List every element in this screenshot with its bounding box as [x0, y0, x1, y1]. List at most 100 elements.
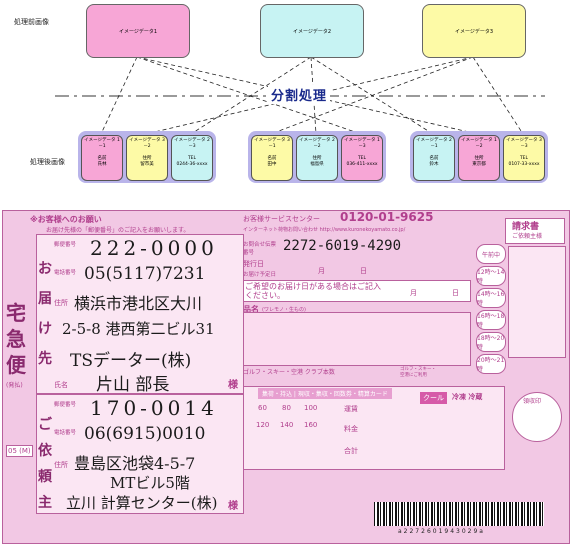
from-address-2: MTビル5階: [110, 474, 190, 492]
sub-box-value: 東京都: [472, 162, 486, 167]
top-box-1-label: イメージデータ1: [118, 28, 158, 35]
waybill-header-request: ※お客様へのお願い: [30, 215, 102, 224]
from-postal: 170-0014: [90, 396, 218, 420]
sub-box-value: 氏林: [97, 162, 107, 167]
sub-box-2-2: イメージデータ 2－2 住所福島県: [296, 135, 338, 181]
sub-box-title: イメージデータ 2－1: [416, 138, 452, 149]
time-option-2[interactable]: 12時～14時: [476, 266, 506, 286]
split-arrow-1-1: [100, 56, 138, 135]
sub-box-field: 住所: [142, 156, 152, 161]
size-100: 100: [304, 404, 318, 412]
side-to-char: 先: [38, 351, 52, 367]
sub-box-value: 福島県: [310, 162, 324, 167]
sub-box-field: 名前: [429, 156, 439, 161]
from-tel: 06(6915)0010: [84, 424, 206, 444]
delivery-day: 日: [452, 289, 459, 297]
receipt-stamp-label: 領収印: [523, 398, 542, 405]
to-sama: 様: [228, 380, 238, 391]
charge-table: [241, 386, 505, 470]
split-arrow-3-1: [310, 56, 434, 135]
sub-box-field: 住所: [474, 156, 484, 161]
sub-box-value: 留市美: [140, 162, 154, 167]
sub-box-title: イメージデータ 1－2: [461, 138, 497, 149]
sub-box-title: イメージデータ 2－2: [299, 138, 335, 149]
to-company: TSデーター(株): [70, 351, 192, 371]
sub-box-field: TEL: [519, 156, 529, 161]
seikyu-title: 請求書: [512, 222, 540, 232]
to-address-2: 2-5-8 港西第二ビル31: [62, 320, 215, 338]
seikyu-box: [505, 218, 565, 244]
side-from-char: 依: [38, 443, 52, 459]
ship-day: 日: [360, 267, 367, 275]
cool-label: クール: [420, 392, 447, 404]
ship-date-label: 発行日: [243, 260, 264, 268]
sub-box-field: 名前: [97, 156, 107, 161]
split-arrow-1-3: [190, 56, 312, 135]
to-postal-label: 郵便番号: [54, 242, 77, 248]
side-to-char: 届: [38, 291, 52, 307]
sub-box-value: 鈴木: [429, 162, 439, 167]
to-name: 片山 部長: [96, 375, 170, 395]
sub-box-title: イメージデータ 2－3: [174, 138, 210, 149]
info-panel: [508, 246, 566, 358]
label-before: 処理前画像: [14, 18, 49, 26]
size-80: 80: [282, 404, 291, 412]
tracking-label: お問合せ伝票番号: [243, 242, 277, 256]
from-company: 立川 計算センター(株): [66, 494, 218, 512]
time-option-6[interactable]: 20時～21時: [476, 354, 506, 374]
sub-box-1-1: イメージデータ 1－1 名前氏林: [81, 135, 123, 181]
form-no: 05 (M): [6, 445, 33, 457]
internet-note: インターネット荷物お問い合わせ http://www.kuronekoyamat…: [243, 227, 406, 233]
top-box-3: イメージデータ3: [422, 4, 526, 58]
side-from-char: ご: [38, 417, 52, 433]
side-from-char: 頼: [38, 469, 52, 485]
divider-text: 分割処理: [268, 85, 331, 104]
to-tel-label: 電話番号: [54, 270, 77, 276]
from-block: [36, 394, 244, 514]
to-tel: 05(5117)7231: [84, 264, 206, 284]
sub-box-3-2: イメージデータ 1－2 住所東京都: [458, 135, 500, 181]
golf-note: ゴルフ・スキー・空港にご利用: [400, 367, 436, 378]
size-160: 160: [304, 421, 318, 429]
split-arrow-3-2: [136, 56, 479, 135]
sub-box-value: 田中: [267, 162, 277, 167]
sub-box-1-2: イメージデータ 3－2 住所留市美: [126, 135, 168, 181]
time-option-5[interactable]: 18時～20時: [476, 332, 506, 352]
sub-box-title: イメージデータ 3－2: [129, 138, 165, 149]
from-postal-label: 郵便番号: [54, 402, 77, 408]
to-postal: 222-0000: [90, 236, 218, 260]
top-box-1: イメージデータ1: [86, 4, 190, 58]
delivery-month: 月: [410, 289, 417, 297]
time-option-3[interactable]: 14時～16時: [476, 288, 506, 308]
from-sama: 様: [228, 501, 238, 512]
ship-month: 月: [318, 267, 325, 275]
tracking-number: 2272-6019-4290: [283, 238, 402, 254]
split-arrow-3-3: [472, 56, 524, 135]
sub-box-title: イメージデータ 1－1: [84, 138, 120, 149]
from-tel-label: 電話番号: [54, 430, 77, 436]
row-label-fee: 料金: [344, 425, 358, 433]
brand-sub: (発払): [6, 382, 23, 389]
brand-logo: 宅急便: [6, 301, 26, 377]
barcode-icon: [374, 502, 544, 526]
delivery-date-label: お届け予定日: [243, 272, 277, 278]
size-120: 120: [256, 421, 270, 429]
top-box-2-label: イメージデータ2: [292, 28, 332, 35]
waybill-header-note: お届け先様の「郵便番号」のご記入をお願いします。: [46, 227, 190, 234]
barcode-text: a2272601943029a: [398, 528, 485, 535]
time-option-1[interactable]: 午前中: [476, 244, 506, 264]
service-center: お客様サービスセンター: [243, 215, 320, 223]
receipt-stamp-circle: [512, 392, 562, 442]
split-arrow-2-3: [136, 56, 362, 135]
golf-ski: ゴルフ・スキー・空港 クラブ本数: [243, 369, 335, 376]
to-address-1: 横浜市港北区大川: [74, 294, 203, 313]
label-after: 処理後画像: [30, 158, 65, 166]
to-block: [36, 234, 244, 394]
sub-box-field: 住所: [312, 156, 322, 161]
time-option-4[interactable]: 16時～18時: [476, 310, 506, 330]
sub-box-title: イメージデータ 3－3: [506, 138, 542, 149]
seikyu-sub: ご依頼主様: [512, 233, 543, 240]
